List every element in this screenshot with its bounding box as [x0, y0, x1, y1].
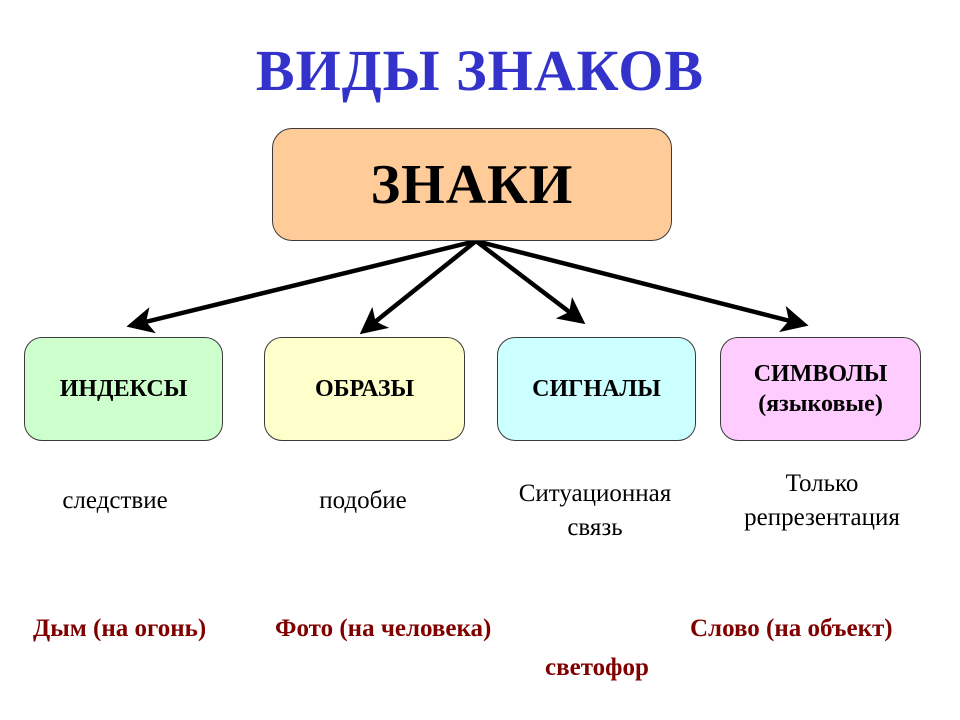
description-signals: Ситуационная связь [490, 477, 700, 545]
page-title: ВИДЫ ЗНАКОВ [255, 38, 705, 103]
example-indexes: Дым (на огонь) [33, 615, 207, 642]
node-label: ИНДЕКСЫ [59, 376, 188, 402]
arrow-to-signals [474, 239, 586, 325]
arrow-to-symbols [475, 238, 809, 333]
arrow-to-indexes [126, 238, 477, 334]
description-indexes: следствие [30, 484, 200, 518]
root-node-signs: ЗНАКИ [272, 128, 672, 241]
node-label: ОБРАЗЫ [314, 376, 415, 402]
description-line: репрезентация [744, 504, 900, 531]
description-line: Только [785, 470, 859, 497]
example-symbols: Слово (на объект) [690, 615, 893, 642]
description-line: связь [567, 514, 623, 541]
root-label: ЗНАКИ [370, 153, 574, 216]
node-sublabel: (языковые) [758, 391, 883, 417]
example-signals: светофор [545, 654, 649, 681]
description-line: подобие [319, 487, 407, 514]
description-images: подобие [278, 484, 448, 518]
example-images: Фото (на человека) [275, 615, 492, 642]
description-line: Ситуационная [518, 480, 672, 507]
arrow-to-images [359, 239, 478, 335]
node-label: СИМВОЛЫ [753, 361, 888, 387]
description-line: следствие [62, 487, 168, 514]
node-indexes: ИНДЕКСЫ [24, 337, 223, 441]
node-signals: СИГНАЛЫ [497, 337, 696, 441]
node-images: ОБРАЗЫ [264, 337, 465, 441]
node-label: СИГНАЛЫ [532, 376, 661, 402]
description-symbols: Только репрезентация [712, 467, 932, 535]
node-symbols: СИМВОЛЫ (языковые) [720, 337, 921, 441]
